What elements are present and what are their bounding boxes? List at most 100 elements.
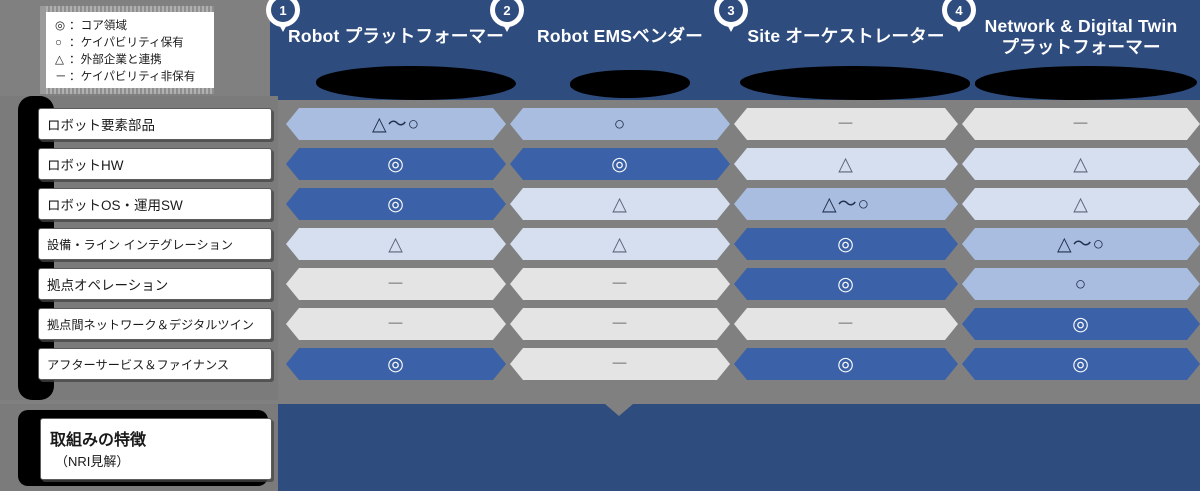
matrix-cell: － (962, 108, 1200, 140)
matrix-cell: △ (510, 188, 730, 220)
cell-symbol: ○ (1074, 273, 1088, 295)
redaction-block (316, 66, 516, 100)
column-number: 3 (719, 0, 743, 22)
column-pin-badge-4: 4 (942, 0, 976, 40)
cell-symbol: ◎ (837, 353, 855, 375)
cell-symbol: △ (1073, 193, 1089, 215)
row-label-text: 設備・ライン インテグレーション (47, 238, 233, 252)
cell-symbol: △ (612, 193, 628, 215)
cell-symbol: △〜○ (821, 193, 871, 215)
column-pin-badge-2: 2 (490, 0, 524, 40)
row-label-text: ロボット要素部品 (47, 118, 155, 133)
cell-symbol: ◎ (387, 353, 405, 375)
row-label-text: ロボットHW (47, 158, 124, 173)
column-number: 2 (495, 0, 519, 22)
row-label-3: ロボットOS・運用SW (38, 188, 272, 220)
column-pin-badge-3: 3 (714, 0, 748, 40)
column-title: Network & Digital Twin (984, 16, 1178, 36)
column-number: 4 (947, 0, 971, 22)
matrix-cell: － (510, 268, 730, 300)
matrix-cell: △ (734, 148, 958, 180)
legend-label: ：ケイパビリティ非保有 (69, 70, 196, 83)
column-header-3: Site オーケストレーター (734, 0, 958, 100)
matrix-cell: ◎ (510, 148, 730, 180)
matrix-cell: － (510, 348, 730, 380)
legend-label: ：ケイパビリティ保有 (69, 36, 184, 49)
row-label-text: ロボットOS・運用SW (47, 198, 183, 213)
redaction-block (740, 66, 970, 100)
row-label-4: 設備・ライン インテグレーション (38, 228, 272, 260)
legend-symbol-icon: － (55, 70, 67, 83)
cell-symbol: △ (838, 153, 854, 175)
legend-top-edge (46, 6, 214, 12)
redaction-block (975, 66, 1197, 100)
matrix-cell: － (510, 308, 730, 340)
cell-symbol: ◎ (837, 273, 855, 295)
legend-item: ○ ：ケイパビリティ保有 (55, 34, 214, 51)
legend-label: ：コア領域 (69, 19, 127, 32)
cell-symbol: ○ (613, 113, 627, 135)
matrix-cell: △〜○ (962, 228, 1200, 260)
cell-symbol: ◎ (1072, 313, 1090, 335)
matrix-cell: ◎ (286, 348, 506, 380)
cell-symbol: － (835, 313, 856, 335)
matrix-cell: △ (962, 148, 1200, 180)
column-title-line2: プラットフォーマー (1001, 37, 1161, 58)
cell-symbol: ◎ (1072, 353, 1090, 375)
row-label-1: ロボット要素部品 (38, 108, 272, 140)
legend-symbol-icon: △ (55, 53, 64, 66)
row-label-text: 拠点オペレーション (47, 278, 169, 293)
footer-label-box: 取組みの特徴 （NRI見解） (40, 418, 272, 480)
column-number: 1 (271, 0, 295, 22)
matrix-cell: － (286, 308, 506, 340)
legend-item: △ ：外部企業と連携 (55, 51, 214, 68)
row-label-text: 拠点間ネットワーク＆デジタルツイン (47, 318, 254, 332)
legend-item: －：ケイパビリティ非保有 (55, 68, 214, 85)
row-label-5: 拠点オペレーション (38, 268, 272, 300)
matrix-cell: ◎ (286, 188, 506, 220)
matrix-cell: ◎ (734, 228, 958, 260)
legend-symbol-icon: ○ (55, 36, 63, 49)
row-label-text: アフターサービス＆ファイナンス (47, 358, 230, 372)
cell-symbol: － (609, 353, 630, 375)
footer-band (270, 404, 1200, 491)
matrix-cell: － (734, 308, 958, 340)
row-label-7: アフターサービス＆ファイナンス (38, 348, 272, 380)
column-header-2: Robot EMSベンダー (510, 0, 730, 100)
cell-symbol: － (609, 273, 630, 295)
matrix-cell: ◎ (734, 268, 958, 300)
footer-subtitle: （NRI見解） (55, 454, 130, 469)
row-label-6: 拠点間ネットワーク＆デジタルツイン (38, 308, 272, 340)
matrix-cell: － (286, 268, 506, 300)
footer-notch (605, 404, 633, 416)
matrix-cell: ○ (962, 268, 1200, 300)
matrix-cell: △〜○ (286, 108, 506, 140)
cell-symbol: ◎ (387, 153, 405, 175)
row-label-2: ロボットHW (38, 148, 272, 180)
cell-symbol: ◎ (387, 193, 405, 215)
matrix-cell: △ (510, 228, 730, 260)
cell-symbol: － (609, 313, 630, 335)
cell-symbol: △ (1073, 153, 1089, 175)
column-title: Robot プラットフォーマー (288, 26, 504, 46)
legend-symbol-icon: ◎ (55, 19, 66, 32)
cell-symbol: △ (388, 233, 404, 255)
cell-symbol: ◎ (611, 153, 629, 175)
legend-label: ：外部企業と連携 (69, 53, 162, 66)
matrix-cell: △〜○ (734, 188, 958, 220)
cell-symbol: △〜○ (1056, 233, 1106, 255)
matrix-cell: ◎ (962, 308, 1200, 340)
cell-symbol: － (835, 113, 856, 135)
footer-title: 取組みの特徴 (50, 432, 147, 449)
cell-symbol: － (385, 313, 406, 335)
matrix-cell: ○ (510, 108, 730, 140)
matrix-cell: ◎ (286, 148, 506, 180)
column-title: Site オーケストレーター (747, 26, 945, 46)
cell-symbol: △ (612, 233, 628, 255)
cell-symbol: ◎ (837, 233, 855, 255)
matrix-cell: － (734, 108, 958, 140)
cell-symbol: △〜○ (371, 113, 421, 135)
cell-symbol: － (1070, 113, 1091, 135)
